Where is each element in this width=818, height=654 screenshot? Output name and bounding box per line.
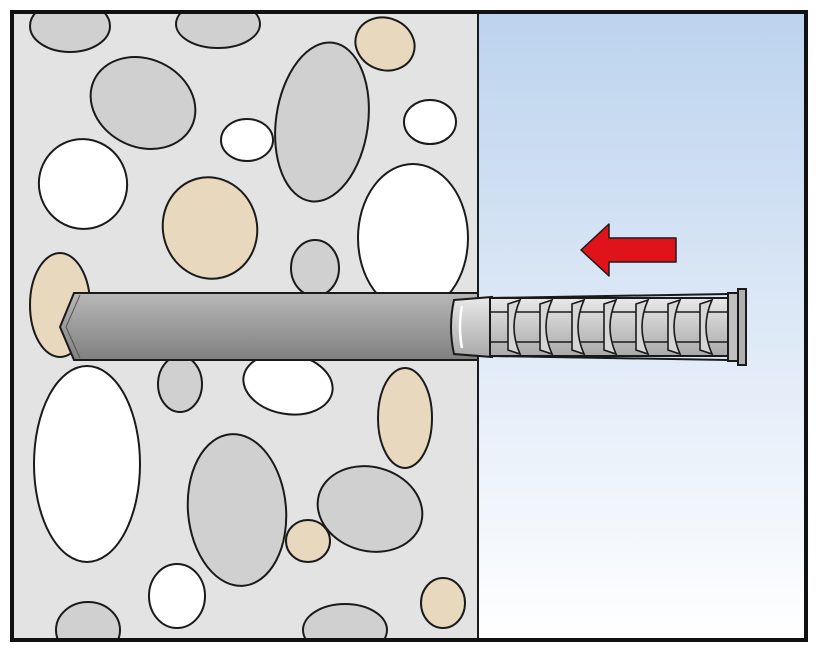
stone-beige	[285, 519, 331, 563]
aggregate-stones	[29, 12, 469, 640]
stone-gray	[55, 601, 121, 640]
stone-beige	[377, 367, 433, 469]
stone-gray	[29, 12, 111, 53]
stone-gray	[290, 239, 340, 297]
stone-gray	[302, 603, 388, 640]
anchor-ribs	[507, 298, 714, 356]
drill-hole	[58, 292, 479, 361]
stone-gray	[175, 12, 261, 49]
diagram-frame	[10, 10, 808, 642]
arrow-left-icon	[580, 223, 677, 277]
stone-beige	[161, 176, 259, 280]
stone-white	[37, 138, 129, 230]
stone-gray	[316, 465, 424, 553]
stone-gray	[157, 355, 203, 413]
wall-plug-anchor-icon	[450, 288, 747, 366]
stone-gray	[274, 41, 370, 203]
stone-beige	[354, 16, 416, 72]
stone-white	[33, 365, 141, 563]
stone-gray	[186, 433, 288, 587]
stone-white	[357, 163, 469, 313]
stone-white	[220, 118, 274, 162]
stone-gray	[89, 56, 197, 150]
stone-white	[403, 99, 457, 145]
stone-white	[148, 563, 206, 629]
stone-beige	[420, 577, 466, 629]
